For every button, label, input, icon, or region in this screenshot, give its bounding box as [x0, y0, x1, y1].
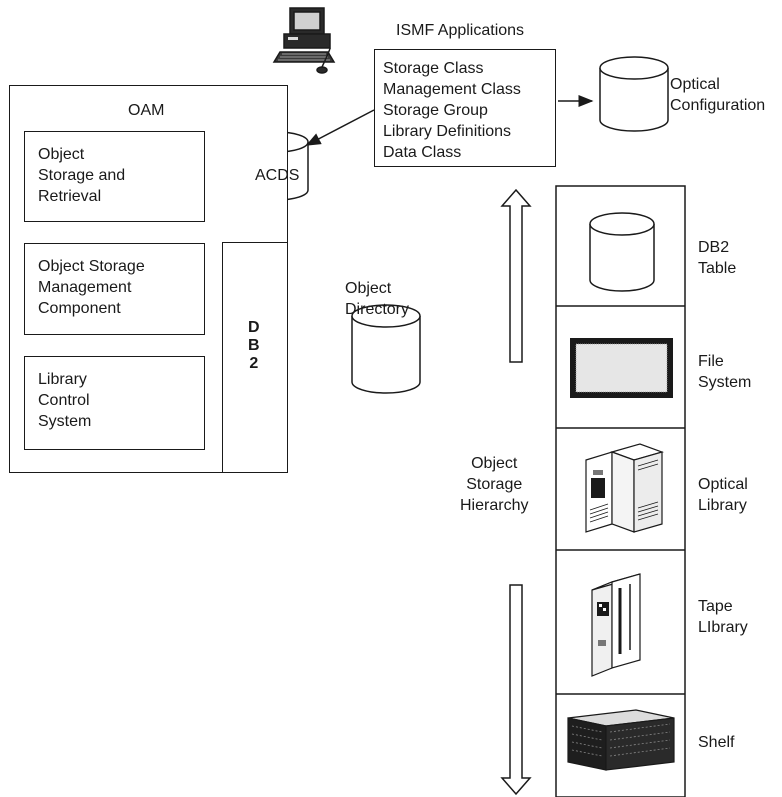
lcs-box	[24, 356, 205, 450]
acds-label: ACDS	[255, 167, 300, 184]
tape-library-icon	[591, 573, 641, 677]
optical-config-label: Optical Configuration	[670, 76, 766, 114]
ismf-item-3: Library Definitions	[383, 123, 512, 140]
ismf-item-2: Storage Group	[383, 102, 488, 119]
optical-config-database-icon	[599, 56, 669, 132]
down-hierarchy-arrow	[500, 584, 532, 796]
hierarchy-label: Object Storage Hierarchy	[460, 455, 529, 514]
object-directory-label: Object Directory	[345, 280, 410, 318]
osr-label: Object Storage and Retrieval	[38, 146, 126, 205]
ismf-title: ISMF Applications	[396, 22, 525, 39]
ismf-item-1: Management Class	[383, 81, 521, 98]
ismf-item-4: Data Class	[383, 144, 462, 161]
optical-library-icon	[585, 443, 664, 533]
shelf-storage-icon	[567, 709, 675, 771]
osr-box	[24, 131, 205, 222]
lcs-label: Library Control System	[38, 371, 92, 430]
database-cylinder-icon	[589, 212, 655, 292]
file-system-icon	[570, 338, 673, 398]
oam-title: OAM	[128, 102, 165, 119]
tier-label-db2-table: DB2 Table	[698, 239, 737, 277]
db2-box	[222, 242, 288, 473]
object-directory-database-icon	[351, 304, 421, 394]
ismf-item-0: Storage Class	[383, 60, 484, 77]
tier-label-shelf: Shelf	[698, 734, 735, 751]
tier-label-tape-library: Tape LIbrary	[698, 598, 748, 636]
workstation-icon	[272, 7, 336, 74]
osmc-label: Object Storage Management Component	[38, 258, 145, 317]
ismf-box	[374, 49, 556, 167]
tier-label-optical-library: Optical Library	[698, 476, 748, 514]
db2-label: D B 2	[248, 319, 260, 372]
osmc-box	[24, 243, 205, 335]
tier-label-file-system: File System	[698, 353, 752, 391]
up-hierarchy-arrow	[500, 188, 532, 363]
ismf-to-acds-arrow	[305, 109, 375, 146]
